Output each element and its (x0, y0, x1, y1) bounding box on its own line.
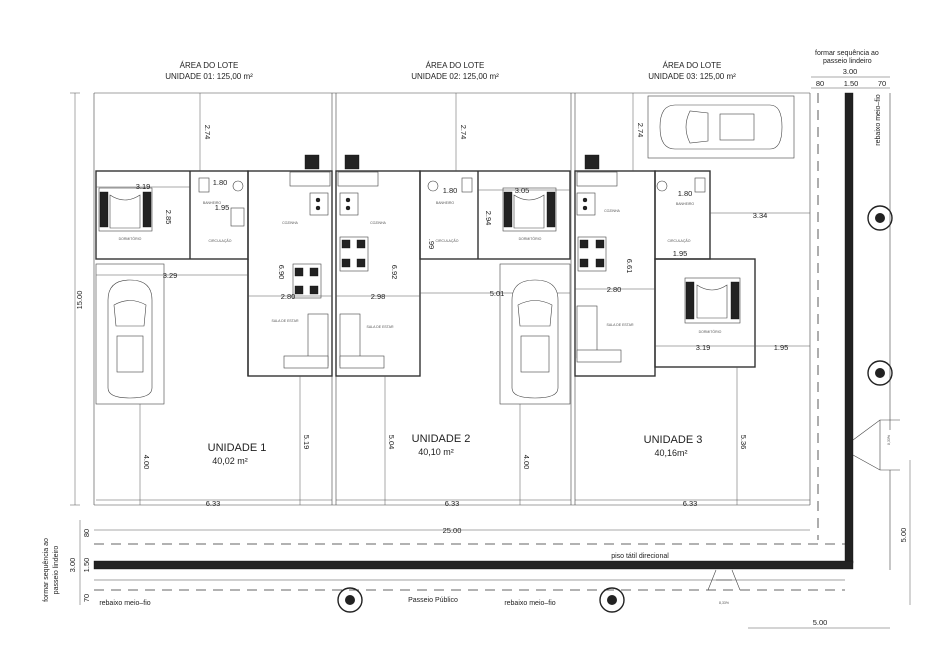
u2-circulation-label: CIRCULAÇÃO (436, 238, 459, 243)
dim-sidewalk-80: 80 (82, 529, 91, 537)
u1-dim-3-19: 3.19 (136, 182, 151, 191)
dim-total-width: 25.00 (443, 526, 462, 535)
lot-2-label: UNIDADE 02: 125,00 m² (411, 72, 499, 81)
tree-1-icon (867, 205, 893, 231)
u2-living-label: SALA DE ESTAR (367, 325, 394, 329)
sidewalk-seq-side: formar sequência ao (43, 538, 50, 602)
tree-2-icon (867, 360, 893, 386)
u2-dim-5-04: 5.04 (387, 435, 396, 450)
unit-2-name: UNIDADE 2 (412, 433, 471, 445)
u3-dim-1-95b: 1.95 (774, 343, 789, 352)
car-unit-3 (659, 104, 783, 150)
u1-bathroom-label: BANHEIRO (203, 201, 222, 205)
u2-dim-5-01: 5.01 (490, 289, 505, 298)
sidewalk-seq-side-2: passeio lindeiro (53, 546, 60, 595)
public-sidewalk-label: Passeio Público (408, 597, 458, 604)
u3-circulation-label: CIRCULAÇÃO (668, 238, 691, 243)
u1-circulation-label: CIRCULAÇÃO (209, 238, 232, 243)
u2-dim-width: 6.33 (445, 499, 460, 508)
unit-2: COZINHA SALA DE ESTAR BANHEIRO CIRCULAÇÃ… (335, 93, 571, 508)
u1-bedroom-label: DORMITÓRIO (119, 236, 142, 241)
right-sidewalk: rebaixo meio–fio 8,33% 5.00 (817, 92, 911, 605)
unit-1-area: 40,02 m² (212, 456, 248, 466)
u3-dim-1-80: 1.80 (678, 189, 693, 198)
u1-dim-2-80: 2.80 (281, 292, 296, 301)
u1-dim-4-00: 4.00 (142, 455, 151, 470)
u2-dim-3-05: 3.05 (515, 186, 530, 195)
slope-right: 8,33% (887, 435, 891, 445)
unit-3-area: 40,16m² (654, 448, 687, 458)
curb-lower-right: rebaixo meio–fio (875, 94, 882, 145)
curb-lower-mid: rebaixo meio–fio (504, 600, 555, 607)
u1-dim-3-29: 3.29 (163, 271, 178, 280)
u3-dim-2-80: 2.80 (607, 285, 622, 294)
u3-dim-width: 6.33 (683, 499, 698, 508)
u2-dim-1-80: 1.80 (443, 186, 458, 195)
u3-dim-6-61: 6.61 (625, 259, 634, 274)
dim-right-vertical: 5.00 (899, 528, 908, 543)
u3-kitchen-label: COZINHA (604, 209, 620, 213)
u3-bathroom-label: BANHEIRO (676, 202, 695, 206)
lot-1-area-label: ÁREA DO LOTE (180, 61, 239, 70)
curb-lower-left: rebaixo meio–fio (99, 600, 150, 607)
bottom-sidewalk: 25.00 piso tátil direcional Passeio Públ… (43, 520, 890, 629)
lot-2-area-label: ÁREA DO LOTE (426, 61, 485, 70)
lot-3-label: UNIDADE 03: 125,00 m² (648, 72, 736, 81)
dim-side-top-part-3: 70 (878, 79, 886, 88)
unit-1-name: UNIDADE 1 (208, 442, 267, 454)
tactile-label: piso tátil direcional (611, 553, 669, 560)
u1-dim-1-80: 1.80 (213, 178, 228, 187)
dim-sidewalk-1-50: 1.50 (82, 558, 91, 573)
unit-1: DORMITÓRIO BANHEIRO CIRCULAÇÃO COZINHA S… (95, 93, 333, 508)
u2-dim-setback: 2.74 (459, 125, 468, 140)
dim-side-top: 3.00 (843, 67, 858, 76)
u2-bedroom-label: DORMITÓRIO (519, 236, 542, 241)
dim-bottom-right: 5.00 (813, 618, 828, 627)
dim-sidewalk-70: 70 (82, 594, 91, 602)
unit-3-name: UNIDADE 3 (644, 434, 703, 446)
lot-depth-dimension: 15.00 (70, 92, 84, 506)
u1-dim-6-90: 6.90 (277, 265, 286, 280)
car-unit-2 (511, 279, 559, 399)
u2-dim-99: .99 (427, 239, 436, 249)
u3-dim-setback: 2.74 (636, 123, 645, 138)
u1-dim-2-85: 2.85 (164, 210, 173, 225)
u2-dim-2-98: 2.98 (371, 292, 386, 301)
sidewalk-seq-top-2: passeio lindeiro (823, 58, 872, 65)
lot-1-label: UNIDADE 01: 125,00 m² (165, 72, 253, 81)
dim-side-top-part-1: 80 (816, 79, 824, 88)
lot-headers: ÁREA DO LOTE UNIDADE 01: 125,00 m² ÁREA … (165, 61, 736, 81)
unit-2-area: 40,10 m² (418, 447, 454, 457)
sidewalk-seq-top: formar sequência ao (815, 50, 879, 57)
u1-dim-1-95: 1.95 (215, 203, 230, 212)
u3-dim-1-95: 1.95 (673, 249, 688, 258)
u3-dim-3-19: 3.19 (696, 343, 711, 352)
u3-dim-5-36: 5.36 (739, 435, 748, 450)
slope-bottom: 8,33% (719, 601, 729, 605)
tree-4-icon (599, 587, 625, 613)
u3-bedroom-label: DORMITÓRIO (699, 329, 722, 334)
top-right-annotation: formar sequência ao passeio lindeiro 3.0… (811, 50, 890, 89)
car-unit-1 (107, 279, 153, 399)
unit-3: COZINHA SALA DE ESTAR BANHEIRO CIRCULAÇÃ… (574, 93, 810, 508)
dim-sidewalk-3-00: 3.00 (68, 558, 77, 573)
u2-kitchen-label: COZINHA (370, 221, 386, 225)
u2-dim-2-94: 2.94 (484, 211, 493, 226)
u2-dim-6-92: 6.92 (390, 265, 399, 280)
u1-kitchen-label: COZINHA (282, 221, 298, 225)
u1-dim-5-19: 5.19 (302, 435, 311, 450)
u1-dim-setback: 2.74 (203, 125, 212, 140)
u1-dim-width: 6.33 (206, 499, 221, 508)
dim-side-top-part-2: 1.50 (844, 79, 859, 88)
u2-dim-4-00: 4.00 (522, 455, 531, 470)
u1-living-label: SALA DE ESTAR (272, 319, 299, 323)
tree-3-icon (337, 587, 363, 613)
dim-lot-depth: 15.00 (75, 291, 84, 310)
lot-3-area-label: ÁREA DO LOTE (663, 61, 722, 70)
u3-dim-3-34: 3.34 (753, 211, 768, 220)
u2-bathroom-label: BANHEIRO (436, 201, 455, 205)
u3-living-label: SALA DE ESTAR (607, 323, 634, 327)
